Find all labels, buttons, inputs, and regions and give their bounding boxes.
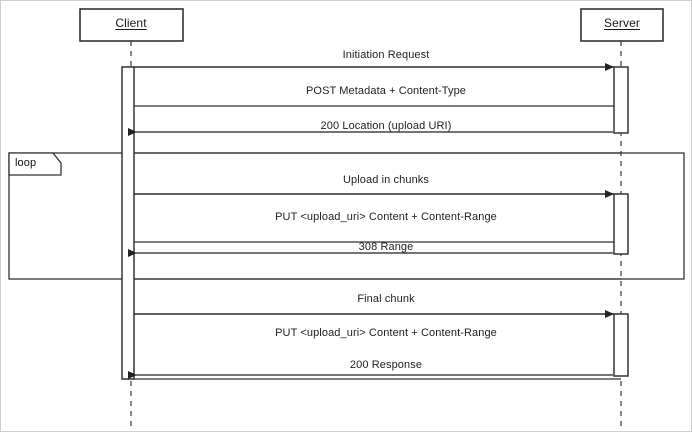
message-label-m6: 200 Response xyxy=(350,359,422,371)
message-label-m1: POST Metadata + Content-Type xyxy=(306,85,466,97)
activation-bar-client xyxy=(122,67,134,379)
group-header-chunks: Upload in chunks xyxy=(343,174,429,186)
group-header-initiation: Initiation Request xyxy=(343,49,430,61)
message-label-m3: PUT <upload_uri> Content + Content-Range xyxy=(275,211,497,223)
message-label-m5: PUT <upload_uri> Content + Content-Range xyxy=(275,327,497,339)
fragment-loop-label: loop xyxy=(15,157,36,169)
activation-bar-server-chunk xyxy=(614,194,628,254)
message-label-m2: 200 Location (upload URI) xyxy=(321,120,452,132)
activation-bar-server-final xyxy=(614,314,628,376)
message-label-m4: 308 Range xyxy=(359,241,414,253)
actor-label-server: Server xyxy=(604,17,640,29)
group-header-final: Final chunk xyxy=(357,293,414,305)
activation-bar-server-initiation xyxy=(614,67,628,133)
actor-label-client: Client xyxy=(115,17,146,29)
